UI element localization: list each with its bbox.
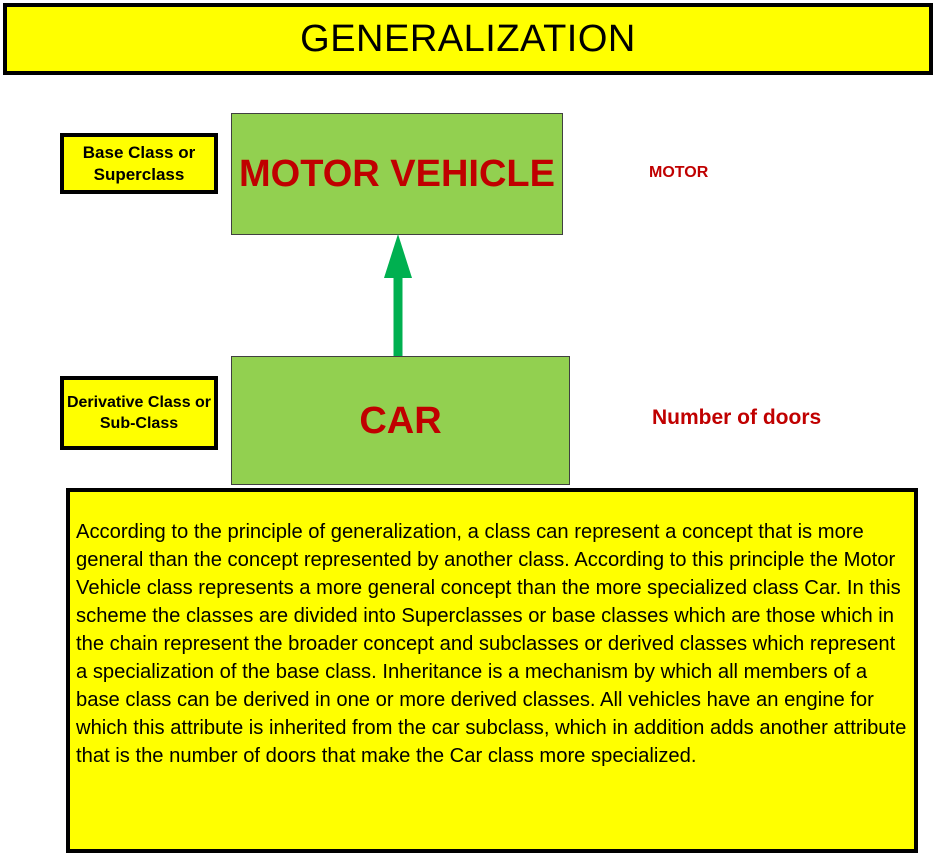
motor-vehicle-attribute: MOTOR	[649, 164, 709, 181]
motor-vehicle-class-name: MOTOR VEHICLE	[239, 152, 555, 195]
base-class-label: Base Class or Superclass	[60, 133, 218, 194]
inheritance-arrow-head	[384, 234, 412, 278]
derived-class-label: Derivative Class or Sub-Class	[60, 376, 218, 450]
diagram-title: GENERALIZATION	[300, 17, 636, 60]
car-class-name: CAR	[359, 399, 442, 442]
description-box: According to the principle of generaliza…	[66, 488, 918, 853]
car-attribute: Number of doors	[652, 406, 822, 429]
derived-class-label-text: Derivative Class or Sub-Class	[66, 394, 212, 432]
title-banner: GENERALIZATION	[3, 3, 933, 75]
car-class-box: CAR	[231, 356, 570, 485]
base-class-label-text: Base Class or Superclass	[82, 142, 196, 184]
motor-vehicle-class-box: MOTOR VEHICLE	[231, 113, 563, 235]
inheritance-arrow	[384, 234, 412, 362]
description-text: According to the principle of generaliza…	[76, 521, 907, 767]
